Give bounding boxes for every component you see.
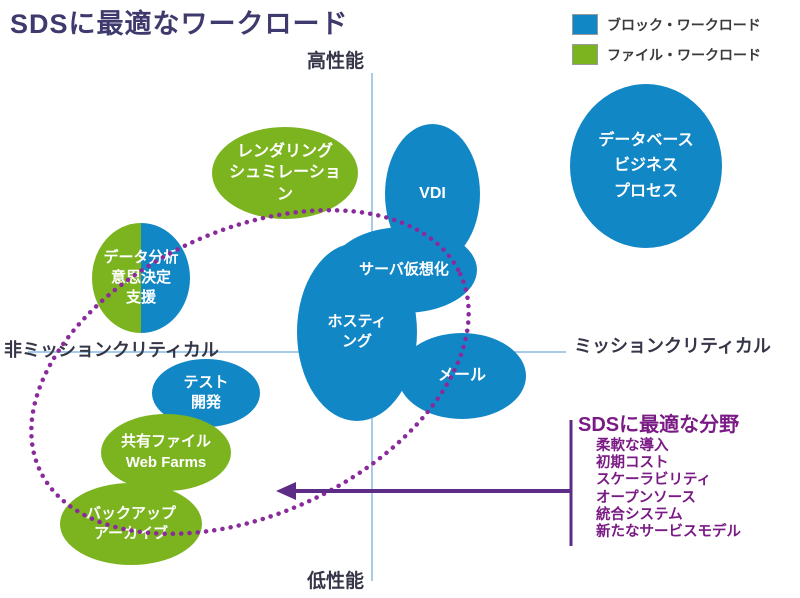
bubble-data-analysis-decision-support: データ分析 意思決定 支援 [92, 223, 190, 333]
axis-label-low-performance: 低性能 [307, 571, 365, 592]
axis-label-high-performance: 高性能 [307, 51, 365, 72]
bubble-database-business-process: データベース ビジネス プロセス [570, 84, 722, 248]
callout-title: SDSに最適な分野 [578, 414, 740, 436]
axis-label-mission-critical: ミッションクリティカル [574, 336, 771, 356]
callout-item: スケーラビリティ [596, 472, 712, 489]
legend-item-file: ファイル・ワークロード [572, 44, 761, 65]
callout-item: 柔軟な導入 [596, 438, 669, 454]
bubble-label: データ分析 意思決定 支援 [103, 248, 179, 307]
callout-list: 柔軟な導入 初期コスト スケーラビリティ オープンソース 統合システム 新たなサ… [596, 438, 741, 540]
bubble-rendering-simulation: レンダリング シュミレーショ ン [212, 127, 358, 219]
bubble-mail: メール [398, 333, 526, 419]
callout-item: オープンソース [596, 489, 696, 506]
callout-item: 新たなサービスモデル [596, 524, 741, 541]
bubble-label: レンダリング シュミレーショ ン [229, 142, 341, 203]
bubble-server-virtualization: サーバ仮想化 [331, 227, 477, 313]
bubble-label: サーバ仮想化 [359, 260, 449, 278]
page-title: SDSに最適なワークロード [10, 9, 349, 39]
legend: ブロック・ワークロード ファイル・ワークロード [572, 14, 761, 65]
bubble-label: VDI [419, 185, 446, 203]
bubble-label: バックアップ アーカイブ [85, 504, 176, 542]
bubble-backup-archive: バックアップ アーカイブ [60, 483, 202, 565]
bubble-label: 共有ファイル Web Farms [120, 433, 211, 471]
axis-label-non-mission-critical: 非ミッションクリティカル [4, 340, 219, 360]
file-workload-swatch-icon [572, 44, 598, 65]
bubble-label: ホスティ ング [327, 312, 387, 350]
bubble-label: テスト 開発 [183, 373, 229, 411]
block-workload-swatch-icon [572, 14, 598, 35]
callout-arrowhead-icon [276, 482, 296, 500]
callout-item: 統合システム [596, 506, 683, 523]
callout-item: 初期コスト [596, 455, 669, 472]
bubble-label: メール [437, 367, 486, 385]
legend-label-block: ブロック・ワークロード [607, 16, 761, 33]
bubble-label: データベース ビジネス プロセス [598, 131, 694, 200]
legend-item-block: ブロック・ワークロード [572, 14, 761, 35]
legend-label-file: ファイル・ワークロード [607, 46, 761, 63]
bubble-shared-files-web-farms: 共有ファイル Web Farms [101, 414, 231, 491]
